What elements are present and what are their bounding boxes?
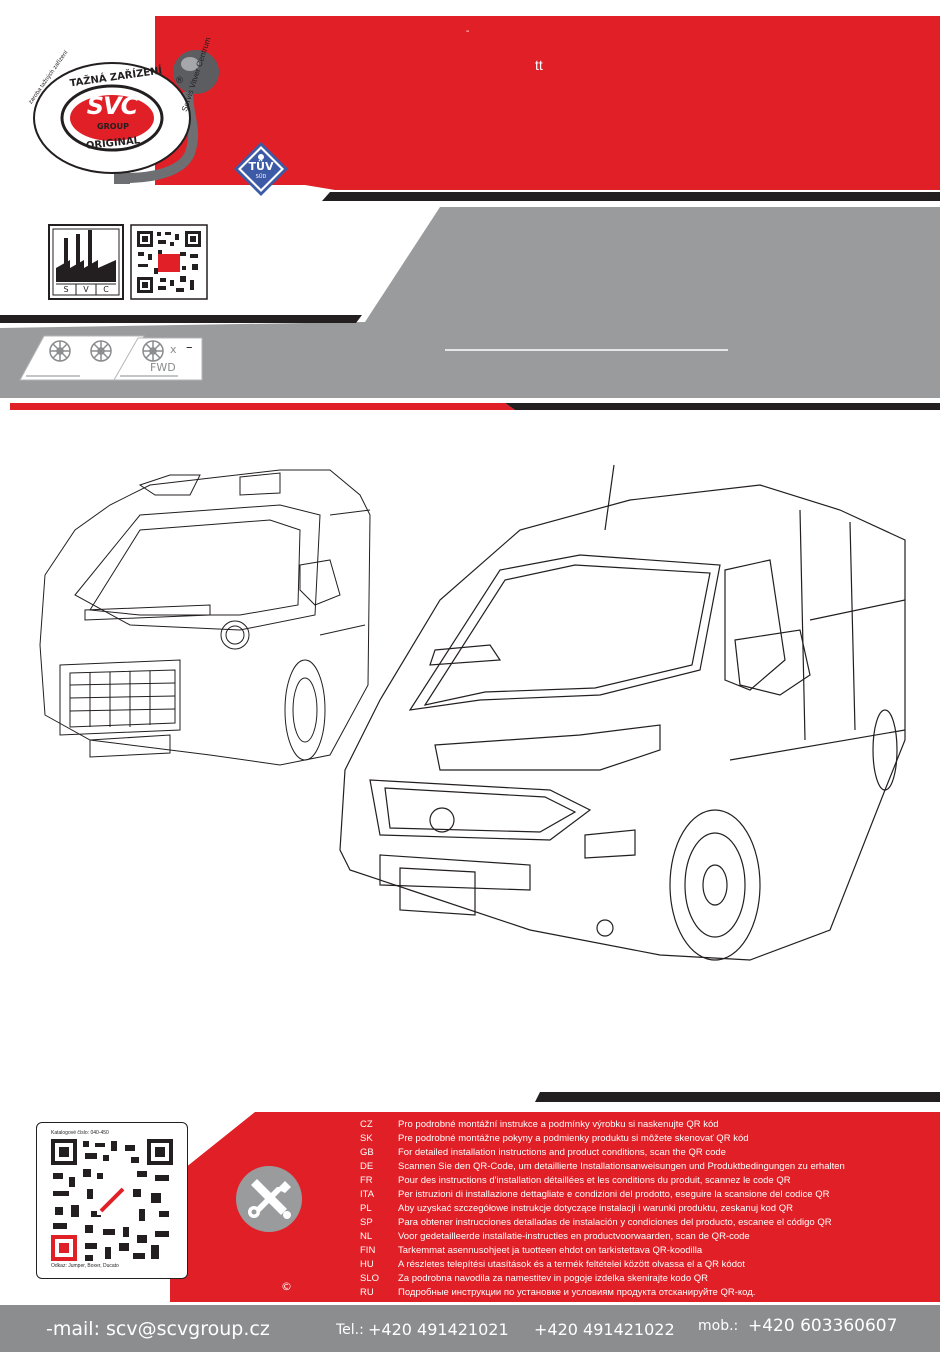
factory-badge bbox=[48, 224, 124, 300]
bottom-dark-strip bbox=[535, 1092, 940, 1102]
footer-mob-label: mob.: bbox=[698, 1318, 739, 1334]
footer-tel1[interactable]: +420 491421021 bbox=[368, 1320, 509, 1339]
qr-code-bottom[interactable] bbox=[51, 1139, 173, 1261]
grey-title-panel bbox=[210, 207, 940, 398]
header-red-band bbox=[155, 16, 940, 190]
header-tt-mark: tt bbox=[535, 57, 543, 73]
bottom-red-panel bbox=[170, 1112, 940, 1302]
wheels-drive: FWD bbox=[150, 361, 176, 374]
wrench-screwdriver-icon bbox=[236, 1166, 302, 1232]
factory-letter-s: S bbox=[63, 285, 69, 294]
qr-center-tool-icon bbox=[99, 1187, 125, 1213]
wheels-multiplier: x bbox=[170, 343, 177, 356]
header-dark-strip bbox=[322, 192, 940, 201]
left-dark-strip bbox=[0, 315, 362, 323]
qr-card-top-label: Katalogové číslo: 040-450 bbox=[51, 1130, 109, 1136]
copyright-mark: © bbox=[281, 1280, 292, 1293]
qr-code-top[interactable] bbox=[130, 224, 208, 300]
tuv-badge bbox=[234, 142, 288, 196]
factory-letter-c: C bbox=[103, 285, 109, 294]
qr-card[interactable]: Katalogové číslo: 040-450 Odkaz: Jumper,… bbox=[36, 1122, 188, 1279]
svc-brand-text: SVC bbox=[86, 92, 138, 120]
wheels-dash: – bbox=[186, 340, 193, 355]
svc-group-text: GROUP bbox=[97, 122, 129, 131]
footer-tel2[interactable]: +420 491421022 bbox=[534, 1320, 675, 1339]
factory-letter-v: V bbox=[83, 285, 89, 294]
footer-mob[interactable]: +420 603360607 bbox=[748, 1316, 898, 1336]
van-illustration-left bbox=[39, 469, 371, 766]
qr-card-bottom-label: Odkaz: Jumper, Boxer, Ducato bbox=[51, 1263, 119, 1269]
wheel-icon-2 bbox=[90, 340, 112, 362]
factory-icon bbox=[56, 230, 116, 282]
van-illustration-right bbox=[339, 464, 906, 961]
footer-email[interactable]: -mail: scv@scvgroup.cz bbox=[46, 1318, 270, 1340]
header-dot-mark: - bbox=[466, 26, 470, 37]
tuv-label: TÜV bbox=[248, 160, 274, 173]
footer-grey-bar bbox=[0, 1305, 940, 1352]
separator-red bbox=[10, 403, 515, 410]
registered-mark: ® bbox=[175, 76, 184, 86]
qr-pattern bbox=[137, 231, 201, 293]
wheel-icon-3 bbox=[142, 340, 164, 362]
wheels-box-graphics bbox=[19, 335, 203, 381]
bottom-graphics bbox=[0, 1092, 940, 1352]
footer-tel-label: Tel.: bbox=[336, 1322, 364, 1338]
tuv-sub: SÜD bbox=[255, 174, 267, 180]
wheel-icon-1 bbox=[49, 340, 71, 362]
qr-center-logo bbox=[158, 254, 180, 272]
svc-logo bbox=[33, 50, 219, 184]
separator-dark bbox=[505, 403, 940, 410]
